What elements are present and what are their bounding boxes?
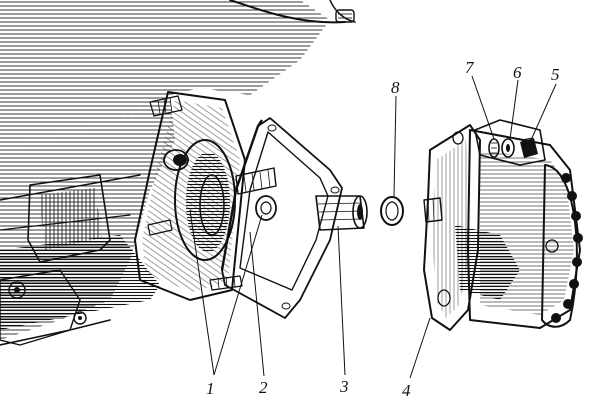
block-bolt-lower-mid — [73, 311, 87, 325]
callout-2: 2 — [259, 378, 268, 397]
leader-6 — [509, 79, 519, 140]
block-bolt-lower-left — [8, 281, 26, 299]
callout-3: 3 — [339, 377, 349, 396]
callout-4: 4 — [402, 381, 411, 400]
pump-input-shaft — [423, 197, 443, 223]
drive-shaft — [315, 195, 368, 231]
pump-assembly — [423, 119, 583, 331]
gasket-stud — [235, 167, 277, 195]
callout-1: 1 — [206, 379, 215, 398]
callout-7: 7 — [465, 58, 475, 77]
leader-5 — [531, 83, 557, 139]
callout-6: 6 — [513, 63, 522, 82]
leader-1a — [189, 209, 215, 376]
gasket-hole-right — [330, 186, 340, 194]
leader-8 — [393, 95, 397, 197]
gasket — [220, 117, 343, 319]
leader-1b — [213, 214, 263, 376]
fitting-washer-6 — [501, 138, 515, 158]
leader-lines — [189, 75, 557, 379]
gasket-hole-bottom — [281, 302, 291, 310]
gasket-washer — [255, 195, 277, 221]
leader-2 — [249, 231, 265, 377]
cover-bolts — [545, 173, 583, 323]
o-ring — [380, 196, 404, 226]
gasket-hole-top — [267, 124, 277, 132]
leader-4 — [409, 317, 431, 379]
callout-labels: 1 2 3 4 5 6 7 8 — [206, 58, 560, 400]
leader-3 — [337, 225, 346, 376]
housing-bolt-top — [335, 9, 355, 23]
callout-5: 5 — [551, 65, 560, 84]
flange-stud-left — [147, 219, 173, 236]
fitting-nut-5 — [520, 137, 538, 158]
engine-block — [0, 0, 356, 346]
flange-stud-upper — [163, 149, 189, 171]
callout-8: 8 — [391, 78, 400, 97]
leader-7 — [471, 75, 495, 140]
